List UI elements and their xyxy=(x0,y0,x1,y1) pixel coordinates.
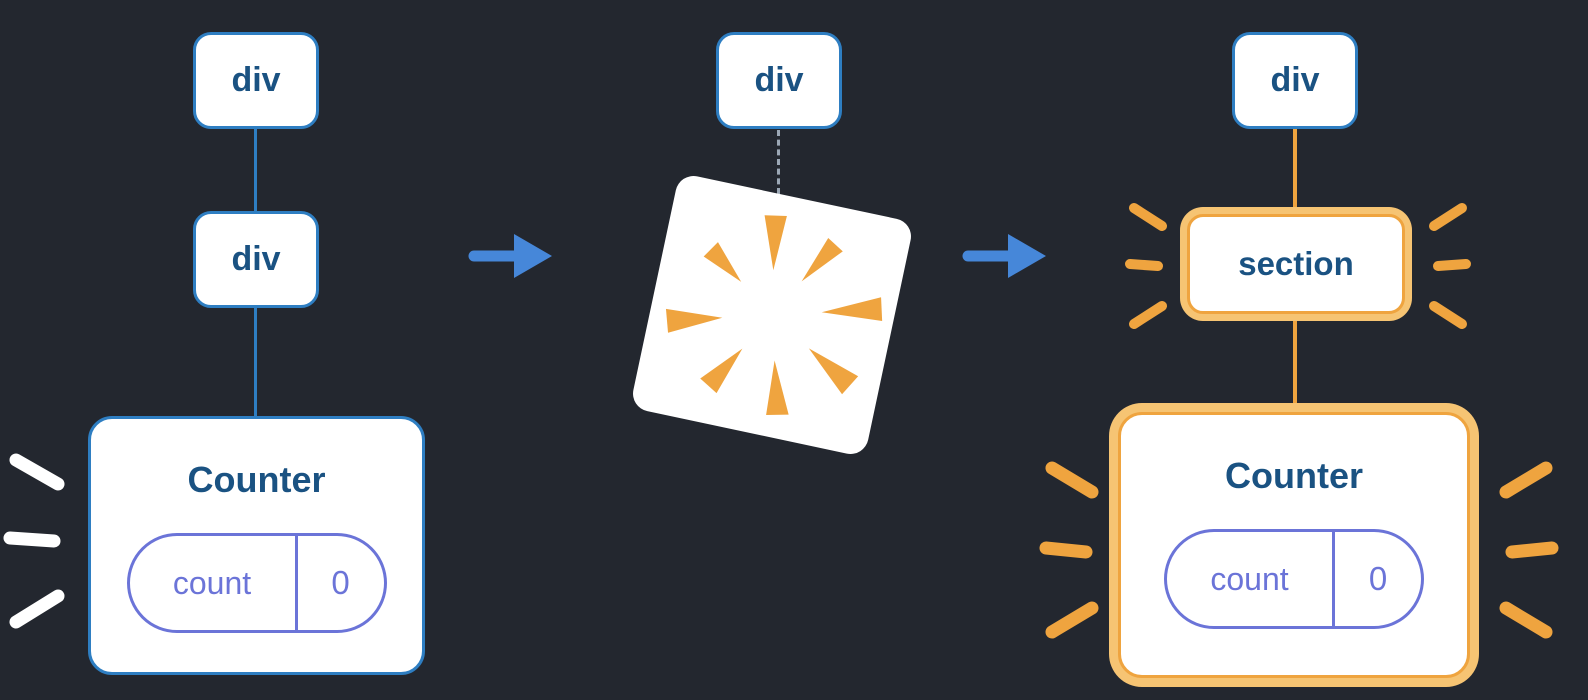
arrow-right-icon xyxy=(468,234,552,278)
tree-node-div-root-before: div xyxy=(193,32,319,129)
state-key: count xyxy=(130,536,298,630)
node-label: section xyxy=(1238,245,1354,282)
state-value: 0 xyxy=(1368,560,1388,597)
emphasis-burst-orange-icon xyxy=(1039,461,1099,639)
counter-component-card-after: Counter count 0 xyxy=(1118,412,1470,678)
emphasis-burst-orange-icon xyxy=(1499,461,1559,639)
tree-node-section-after: section xyxy=(1187,214,1405,314)
removed-subtree-poof xyxy=(629,172,915,458)
tree-edge-after-1 xyxy=(1293,129,1297,209)
tree-edge-before-1 xyxy=(254,129,257,211)
component-title: Counter xyxy=(187,459,326,500)
tree-edge-after-2 xyxy=(1293,321,1297,406)
state-key: count xyxy=(1167,532,1335,626)
arrow-right-icon xyxy=(962,234,1046,278)
tree-node-div-child-before: div xyxy=(193,211,319,308)
state-pill: count 0 xyxy=(1164,529,1424,629)
tree-node-div-root-after: div xyxy=(1232,32,1358,129)
counter-component-card-before: Counter count 0 xyxy=(88,416,425,675)
emphasis-burst-orange-icon xyxy=(1429,203,1471,329)
component-title: Counter xyxy=(1225,455,1363,496)
node-label: div xyxy=(231,61,281,99)
node-label: div xyxy=(231,240,281,278)
state-value: 0 xyxy=(331,564,350,601)
emphasis-burst-orange-icon xyxy=(1125,203,1167,329)
emphasis-burst-white-icon xyxy=(3,453,65,629)
tree-edge-before-2 xyxy=(254,308,257,416)
tree-node-div-root-transition: div xyxy=(716,32,842,129)
explosion-burst-icon xyxy=(665,215,883,415)
node-label: div xyxy=(1270,61,1320,99)
tree-edge-dashed xyxy=(777,130,780,194)
state-pill: count 0 xyxy=(126,533,387,633)
node-label: div xyxy=(754,61,804,99)
